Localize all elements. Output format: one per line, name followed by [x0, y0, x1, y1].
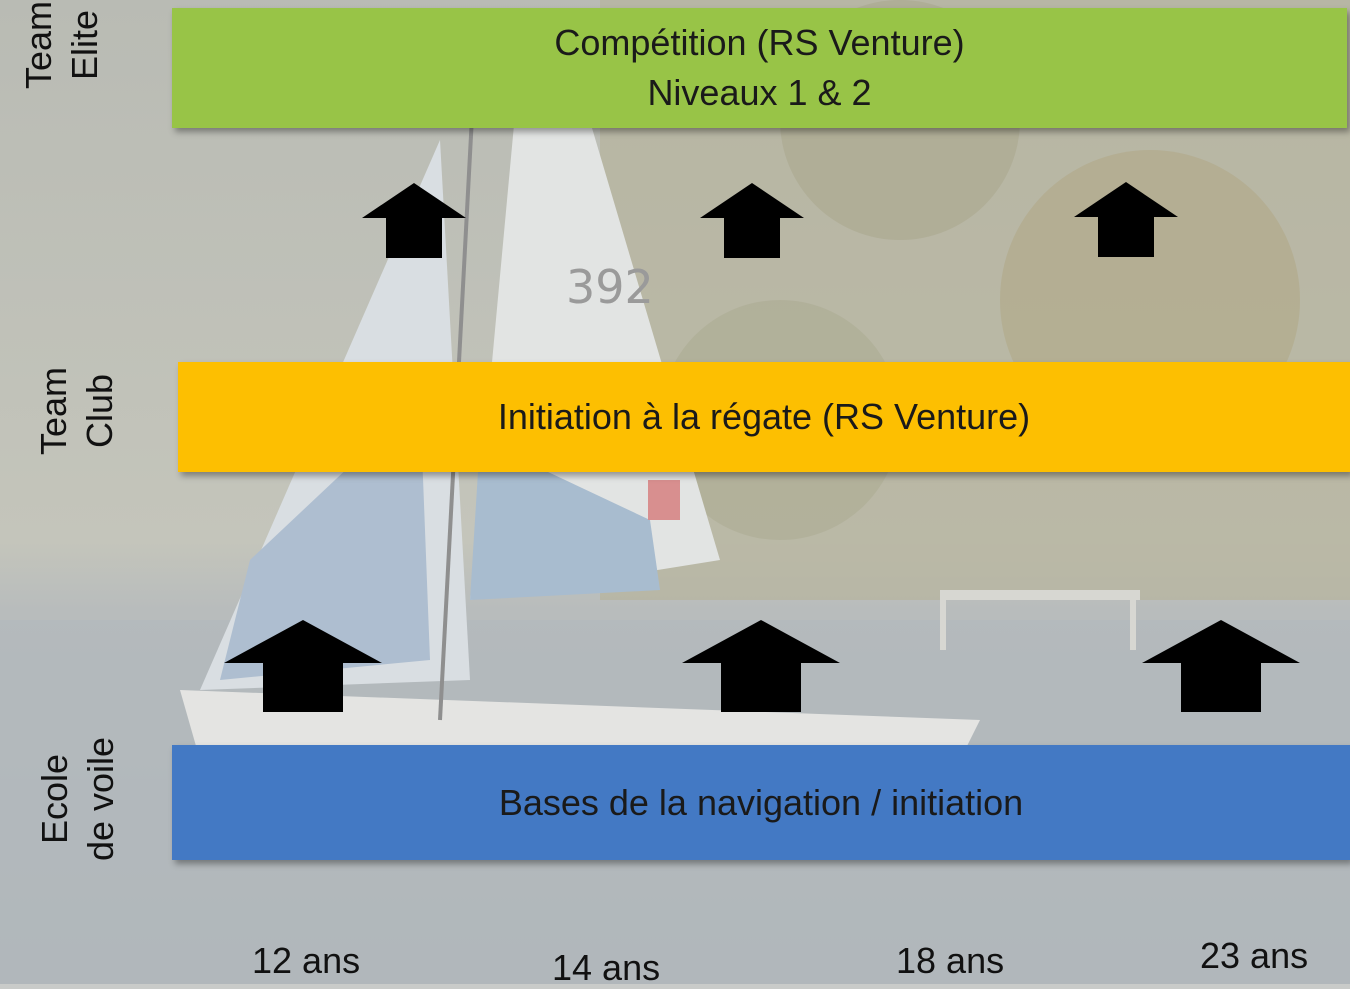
age-label-14: 14 ans — [552, 947, 661, 988]
up-arrow-icon — [224, 620, 382, 712]
level-label-school-line1: Ecole — [34, 753, 75, 845]
band-competition-line1: Compétition (RS Venture) — [554, 22, 965, 63]
band-competition-line2: Niveaux 1 & 2 — [647, 72, 872, 113]
level-label-club-line1: Team — [33, 366, 74, 456]
up-arrow-icon — [362, 183, 466, 258]
band-regatta-initiation: Initiation à la régate (RS Venture) — [178, 362, 1350, 472]
level-label-elite-line2: Elite — [64, 9, 105, 81]
up-arrow-icon — [1142, 620, 1300, 712]
level-label-elite-line1: Team — [18, 0, 59, 90]
level-label-elite: Team Elite — [0, 0, 127, 165]
level-label-school: Ecole de voile — [13, 679, 143, 919]
up-arrow-icon — [1074, 182, 1178, 257]
band-regatta-initiation-text: Initiation à la régate (RS Venture) — [497, 396, 1031, 437]
up-arrow-icon — [700, 183, 804, 258]
band-sailing-basics: Bases de la navigation / initiation — [172, 745, 1350, 860]
boat-number: 392 — [566, 260, 654, 314]
age-label-23: 23 ans — [1200, 935, 1309, 976]
level-label-school-line2: de voile — [80, 736, 121, 862]
up-arrow-icon — [682, 620, 840, 712]
level-label-club-line2: Club — [79, 373, 120, 449]
level-label-club: Team Club — [12, 291, 142, 531]
band-sailing-basics-text: Bases de la navigation / initiation — [498, 781, 1024, 823]
band-competition: Compétition (RS Venture) Niveaux 1 & 2 — [172, 8, 1347, 128]
age-label-12: 12 ans — [252, 940, 361, 981]
age-label-18: 18 ans — [896, 940, 1005, 981]
